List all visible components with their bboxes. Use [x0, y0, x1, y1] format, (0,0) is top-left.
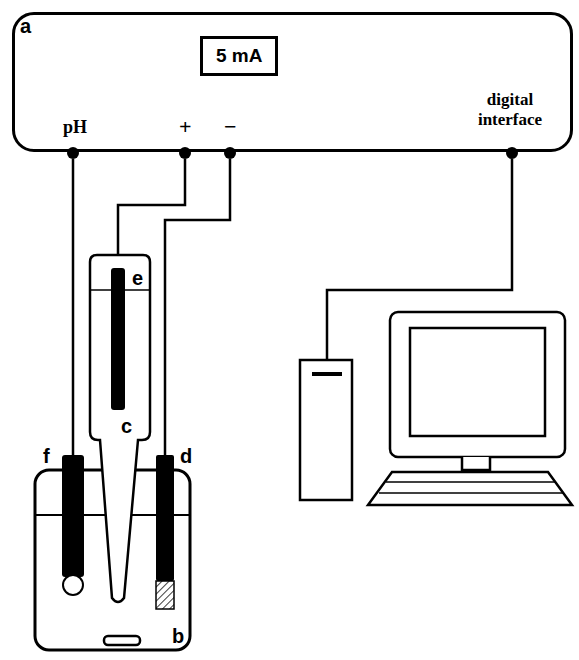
electrode-d [156, 455, 174, 609]
part-letter: e [132, 266, 143, 290]
part-letter: c [121, 414, 132, 438]
part-letter: a [20, 15, 31, 38]
bridge-tube [90, 255, 150, 602]
terminal-label: − [224, 114, 237, 140]
terminal-label: digital interface [460, 90, 560, 131]
computer [300, 312, 572, 505]
ph-electrode [62, 455, 84, 595]
part-letter: f [43, 444, 50, 468]
display-reading: 5 mA [216, 45, 262, 67]
stir-bar [104, 636, 140, 645]
part-letter: d [180, 444, 192, 468]
terminal-label: pH [63, 117, 87, 139]
terminals [67, 147, 518, 159]
electrode-e [111, 268, 125, 410]
terminal-label: + [179, 114, 192, 140]
part-letter: b [172, 624, 184, 648]
instrument-box: a 5 mA [12, 12, 573, 152]
current-display: 5 mA [200, 36, 278, 76]
